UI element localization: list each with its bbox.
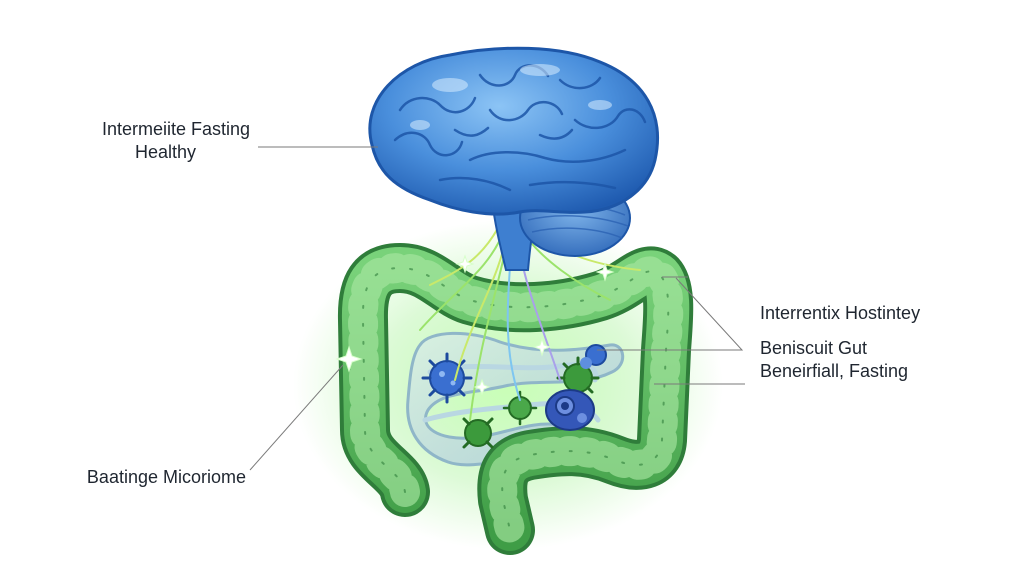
microbe-blue-ringed <box>546 390 594 430</box>
label-right-top: Interrentix Hostintey <box>760 302 1000 325</box>
label-right-middle-line2: Beneirfiall, Fasting <box>760 360 1000 383</box>
label-top-left-line2: Healthy <box>40 141 250 164</box>
label-top-left: Intermeiite Fasting Healthy <box>40 118 250 164</box>
label-right-middle: Beniscuit Gut Beneirfiall, Fasting <box>760 337 1000 383</box>
microbe-blue-spiky <box>423 354 471 402</box>
label-bottom-left: Baatinge Micoriome <box>40 466 246 489</box>
label-right-middle-line1: Beniscuit Gut <box>760 337 1000 360</box>
label-right-top-line1: Interrentix Hostintey <box>760 302 1000 325</box>
label-bottom-left-line1: Baatinge Micoriome <box>40 466 246 489</box>
label-top-left-line1: Intermeiite Fasting <box>40 118 250 141</box>
microbe-green-lower <box>464 419 492 447</box>
brain <box>370 48 658 270</box>
